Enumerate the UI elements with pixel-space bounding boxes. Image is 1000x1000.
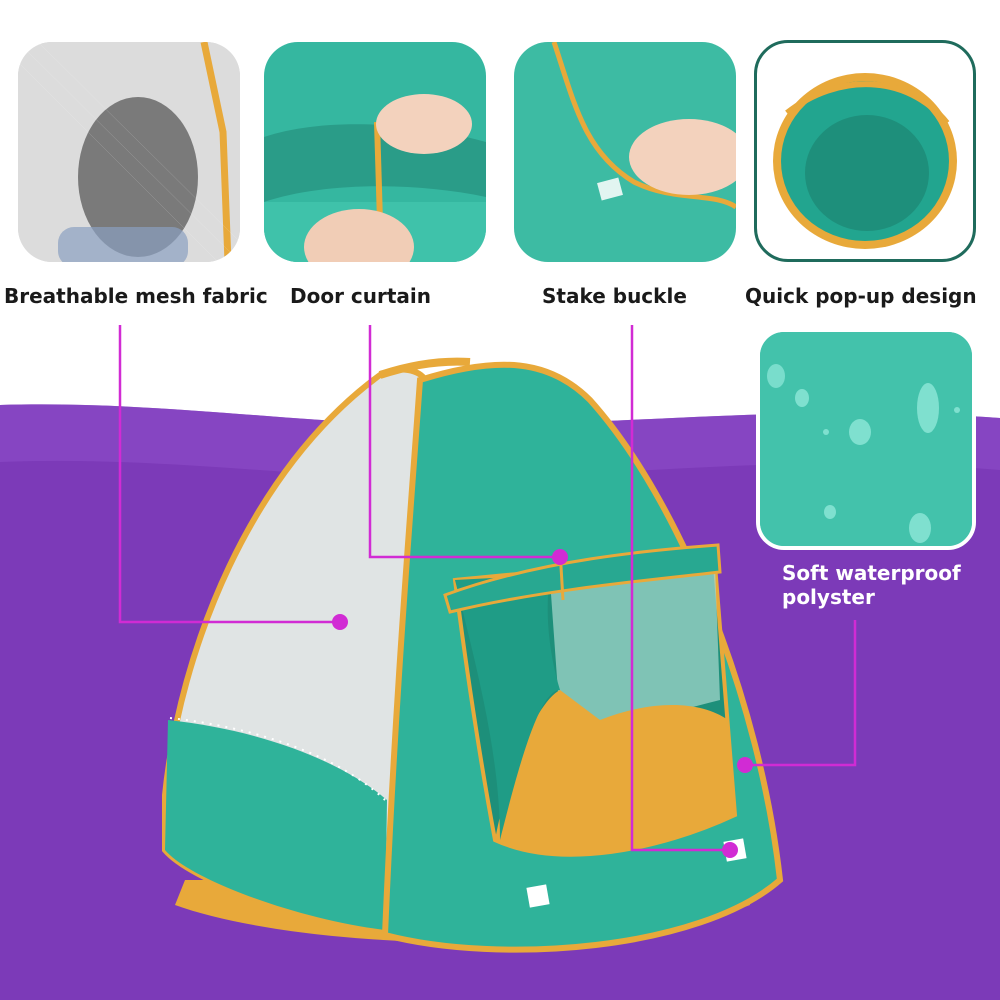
door-curtain-label: Door curtain <box>290 284 432 308</box>
waterproof-callout-line <box>745 620 857 767</box>
stake-callout-dot <box>722 842 738 858</box>
pop-up-label: Quick pop-up design <box>745 284 977 308</box>
mesh-callout-line <box>118 325 340 624</box>
mesh-fabric-label: Breathable mesh fabric <box>4 284 268 308</box>
door-callout-dot <box>552 549 568 565</box>
rolled-door-curtain <box>443 543 722 614</box>
stake-callout-line <box>630 325 730 852</box>
stake-buckle-photo <box>514 42 736 262</box>
stake-buckle-side <box>526 884 550 908</box>
mesh-fabric-photo <box>18 42 240 262</box>
pop-up-photo <box>754 40 976 262</box>
door-curtain-photo <box>264 42 486 262</box>
mesh-callout-dot <box>332 614 348 630</box>
tent-lower-panel <box>165 720 387 930</box>
waterproof-label-line1: Soft waterproof <box>782 561 961 585</box>
waterproof-label: Soft waterproof polyster <box>782 561 982 609</box>
stake-buckle-label: Stake buckle <box>542 284 687 308</box>
waterproof-label-line2: polyster <box>782 585 875 609</box>
tent-interior-floor <box>495 690 735 855</box>
waterproof-callout-dot <box>737 757 753 773</box>
waterproof-swatch <box>756 328 976 550</box>
door-callout-line <box>368 325 560 559</box>
